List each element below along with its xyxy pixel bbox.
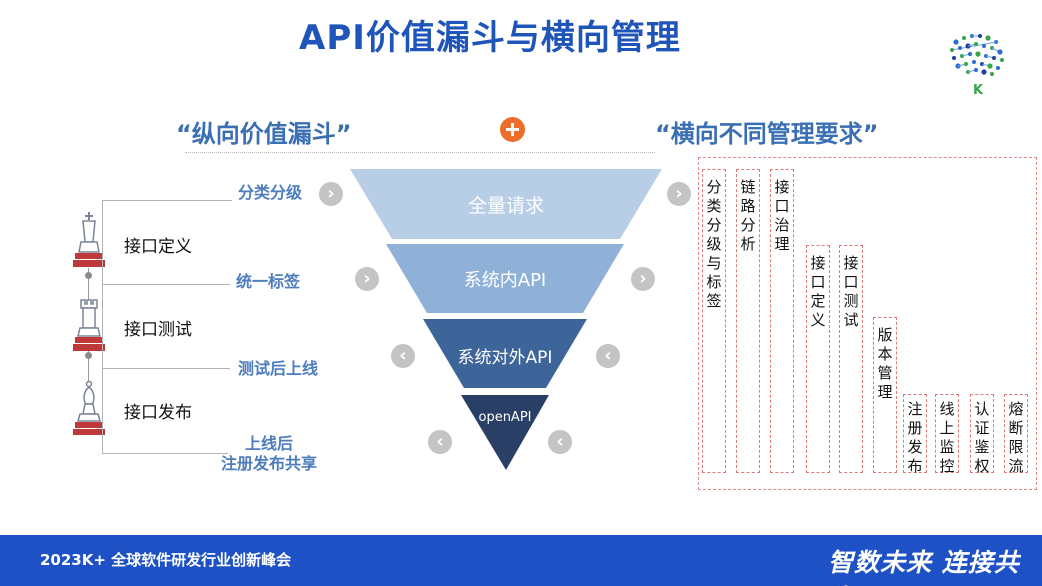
- funnel-label-internal-api: 系统内API: [463, 270, 547, 291]
- logo-dot: [974, 42, 978, 46]
- chess-rook-icon: [73, 299, 105, 351]
- logo-dot: [972, 60, 976, 64]
- chevron-left-icon: ‹: [596, 344, 620, 368]
- management-column: 认证鉴权: [970, 394, 994, 475]
- logo-dot: [996, 66, 1000, 70]
- stage-label-define: 接口定义: [124, 237, 192, 257]
- branch-label-test-before-launch: 测试后上线: [237, 359, 318, 378]
- funnel-label-openapi: openAPI: [478, 410, 532, 425]
- chevron-right-icon: ›: [319, 182, 343, 206]
- logo-dot: [958, 46, 962, 50]
- chevron-left-icon: ‹: [548, 430, 572, 454]
- chess-king-icon: [73, 212, 105, 267]
- management-column: 链路分析: [736, 169, 760, 473]
- branch-vertical-line: [102, 200, 103, 453]
- dotted-divider: [185, 152, 655, 153]
- subtitle-horizontal-management: “横向不同管理要求”: [655, 120, 879, 148]
- funnel-level-all-requests: [350, 169, 662, 239]
- logo-dot: [982, 44, 986, 48]
- chevron-right-icon: ›: [355, 267, 379, 291]
- logo-dot: [955, 63, 961, 69]
- logo-dot: [952, 56, 956, 60]
- logo-dot: [978, 34, 982, 38]
- subtitle-vertical-funnel: “纵向价值漏斗”: [176, 120, 352, 148]
- logo-dot: [962, 36, 966, 40]
- management-column-label: 接口测试: [843, 254, 859, 329]
- management-column: 注册发布: [903, 394, 927, 475]
- management-column-label: 链路分析: [740, 178, 756, 253]
- branch-line: [102, 453, 228, 454]
- timeline-connector: [88, 268, 89, 313]
- chevron-left-icon: ‹: [391, 344, 415, 368]
- logo-dot: [953, 39, 959, 45]
- funnel-level-external-api: [423, 319, 587, 388]
- funnel-label-external-api: 系统对外API: [457, 348, 553, 368]
- logo-dot: [950, 48, 954, 52]
- branch-line: [102, 284, 230, 285]
- logo-dot: [992, 56, 996, 60]
- management-column-label: 认证鉴权: [974, 400, 990, 475]
- logo-dot: [985, 35, 991, 41]
- brand-logo: K: [950, 34, 1004, 98]
- plus-icon: [500, 117, 525, 142]
- management-column: 线上监控: [935, 394, 959, 475]
- logo-dot: [964, 62, 968, 66]
- branch-label-classify: 分类分级: [237, 183, 302, 202]
- management-column-label: 线上监控: [939, 400, 955, 475]
- management-column-label: 版本管理: [877, 326, 893, 401]
- management-column-label: 熔断限流: [1008, 400, 1024, 475]
- chevron-right-icon: ›: [667, 182, 691, 206]
- footer-slogan: 智数未来 连接共生: [828, 548, 1020, 586]
- branch-label-after-launch: 上线后 注册发布共享: [220, 434, 317, 473]
- logo-letter: K: [973, 83, 984, 98]
- management-column: 接口治理: [770, 169, 794, 473]
- timeline-node: [85, 272, 92, 279]
- management-column-label: 接口定义: [810, 254, 826, 329]
- management-requirements-box: [698, 157, 1037, 490]
- branch-line: [102, 200, 232, 201]
- logo-dot: [997, 49, 1003, 55]
- footer-event-name: 2023K+ 全球软件研发行业创新峰会: [40, 551, 292, 569]
- timeline-connector: [88, 348, 89, 398]
- logo-dot: [981, 69, 987, 75]
- logo-dot: [987, 63, 993, 69]
- management-column-label: 注册发布: [907, 400, 923, 475]
- branch-line: [102, 368, 230, 369]
- management-column: 熔断限流: [1004, 394, 1028, 475]
- branch-label-unify-tags: 统一标签: [235, 272, 300, 291]
- management-column-label: 分类分级与标签: [706, 178, 722, 310]
- chess-bishop-icon: [73, 380, 105, 435]
- slide-title: API价值漏斗与横向管理: [299, 18, 681, 58]
- management-column-label: 接口治理: [774, 178, 790, 253]
- chevron-right-icon: ›: [631, 267, 655, 291]
- chevron-left-icon: ‹: [428, 430, 452, 454]
- logo-dot: [974, 68, 978, 72]
- logo-dot: [968, 52, 972, 56]
- management-column: 版本管理: [873, 317, 897, 473]
- management-column: 分类分级与标签: [702, 169, 726, 473]
- logo-dot: [975, 51, 981, 57]
- logo-dot: [990, 72, 994, 76]
- management-column: 接口定义: [806, 245, 830, 473]
- funnel-label-all-requests: 全量请求: [467, 195, 544, 217]
- funnel-level-internal-api: [386, 244, 624, 313]
- timeline-node: [85, 352, 92, 359]
- logo-dot: [1000, 58, 1004, 62]
- stage-label-publish: 接口发布: [124, 403, 192, 423]
- stage-label-test: 接口测试: [124, 320, 192, 340]
- management-column: 接口测试: [839, 245, 863, 473]
- footer-bar: 2023K+ 全球软件研发行业创新峰会 智数未来 连接共生: [0, 535, 1042, 586]
- funnel-level-openapi: [461, 395, 549, 470]
